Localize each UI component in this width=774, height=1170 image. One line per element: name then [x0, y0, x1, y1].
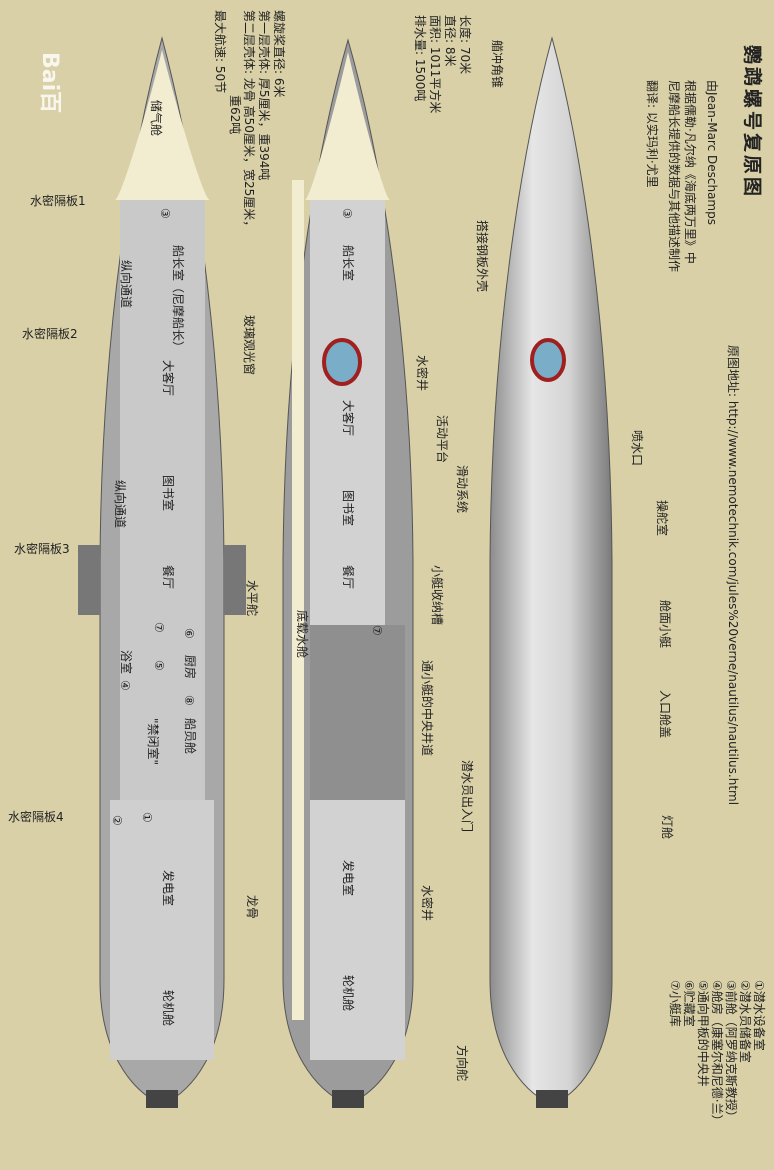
- marker-3: ③: [158, 208, 172, 219]
- bulkhead-4-label: 水密隔板4: [8, 810, 64, 824]
- marker-4: ④: [118, 680, 132, 691]
- keel-label: 龙骨: [245, 895, 259, 920]
- library-label: 图书室: [341, 490, 355, 527]
- source-line-2: 尼摩船长提供的数据与其他描述制作: [667, 80, 681, 273]
- marker-2: ②: [110, 815, 124, 826]
- legend-item: ⑥贮藏室: [682, 980, 696, 1027]
- kitchen-label: 厨房: [183, 655, 197, 680]
- bath-label: 浴室: [119, 650, 133, 675]
- engine-room-label: 轮机舱: [161, 990, 175, 1027]
- marker-5: ⑤: [152, 660, 166, 671]
- legend-item: ②潜水员储备室: [738, 980, 752, 1063]
- bulkhead-3-label: 水密隔板3: [14, 542, 70, 556]
- crew-room-label: 船员舱: [183, 718, 197, 755]
- power-room-label: 发电室: [341, 860, 355, 897]
- salon-label: 大客厅: [341, 400, 355, 437]
- spec-length: 长度: 70米: [458, 15, 472, 75]
- captain-room-label: 船长室: [341, 245, 355, 282]
- air-tank-label: 储气舱: [149, 100, 163, 137]
- diver-door-label: 潜水员出入门: [460, 760, 474, 833]
- spec-area: 面积: 1011平方米: [428, 15, 442, 114]
- watertight-well-label: 水密井: [420, 885, 434, 922]
- legend-item: ④舱房（康塞尔和尼德·兰）: [710, 980, 724, 1127]
- ram-label: 艏冲角锥: [490, 40, 504, 89]
- right-exterior-view: [489, 36, 613, 1108]
- spec-hull2-weight: 重62吨: [228, 95, 242, 135]
- bulkhead-1-label: 水密隔板1: [30, 194, 86, 208]
- engine-room-label: 轮机舱: [341, 975, 355, 1012]
- watermark-logo: Bai百: [37, 52, 62, 114]
- marker-8: ⑧: [182, 695, 196, 706]
- author: 由Jean-Marc Deschamps: [705, 80, 719, 225]
- bulkhead-2-label: 水密隔板2: [22, 327, 78, 341]
- source-url[interactable]: 原图地址: http://www.nemotechnik.com/jules%2…: [726, 345, 740, 806]
- ballast-tank-label: 底载水舱: [295, 610, 309, 659]
- marker-1: ①: [140, 812, 154, 823]
- platform-label: 活动平台: [435, 415, 449, 464]
- salon-label: 大客厅: [161, 360, 175, 397]
- legend-item: ③前舱（阿罗纳克斯教授）: [724, 980, 738, 1123]
- dining-label: 餐厅: [161, 565, 175, 590]
- shaft-label: 通小艇的中央井道: [420, 660, 434, 757]
- spout-label: 喷水口: [630, 430, 644, 467]
- marker-7: ⑦: [370, 625, 384, 636]
- dining-label: 餐厅: [341, 565, 355, 590]
- marker-6: ⑥: [182, 628, 196, 639]
- middle-section-view: [282, 38, 414, 1108]
- legend-item: ①潜水设备室: [752, 980, 766, 1051]
- translator: 翻译: 以实玛利·尤里: [645, 80, 659, 188]
- corridor-label: 纵向通道: [113, 480, 127, 529]
- hatch-label: 入口舱盖: [658, 690, 672, 739]
- spec-propeller: 螺旋桨直径: 6米: [272, 10, 286, 98]
- left-plan-view: [78, 36, 246, 1108]
- captain-room-label: 船长室（尼摩船长）: [171, 245, 185, 354]
- library-label: 图书室: [161, 475, 175, 512]
- spec-hull1: 第一层壳体: 厚5厘米，重394吨: [257, 10, 271, 181]
- watertight-well-label: 水密井: [415, 355, 429, 392]
- spec-diameter: 直径: 8米: [443, 15, 457, 67]
- spec-hull2: 第二层壳体: 龙骨 高50厘米，宽25厘米，: [242, 10, 256, 233]
- diagram-title: 鹦鹉螺号复原图: [741, 45, 763, 200]
- horizontal-rudder-label: 水平舵: [245, 580, 259, 617]
- power-room-label: 发电室: [161, 870, 175, 907]
- spec-displacement: 排水量: 1500吨: [413, 15, 427, 102]
- lamp-label: 灯舱: [660, 815, 674, 840]
- spec-speed: 最大航速: 50节: [213, 10, 227, 94]
- marker-7: ⑦: [152, 622, 166, 633]
- source-line-1: 根据儒勒·凡尔纳《海底两万里》中: [683, 80, 697, 264]
- hull-plating-label: 搭接钢板外壳: [475, 220, 489, 293]
- legend-item: ⑦小艇库: [668, 980, 682, 1027]
- wheelhouse-label: 操舵室: [655, 500, 669, 537]
- brig-label: "禁闭室": [146, 718, 160, 766]
- deck-boat-label: 舱面小艇: [658, 600, 672, 649]
- boat-slot-label: 小艇收纳槽: [430, 565, 444, 626]
- sliding-system-label: 滑动系统: [455, 465, 469, 514]
- window-label: 玻璃观光窗: [242, 315, 256, 376]
- legend-item: ⑤通向甲板的中央井: [696, 980, 710, 1087]
- corridor-label: 纵向通道: [119, 260, 133, 309]
- rudder-label: 方向舵: [455, 1045, 469, 1082]
- marker-3: ③: [340, 208, 354, 219]
